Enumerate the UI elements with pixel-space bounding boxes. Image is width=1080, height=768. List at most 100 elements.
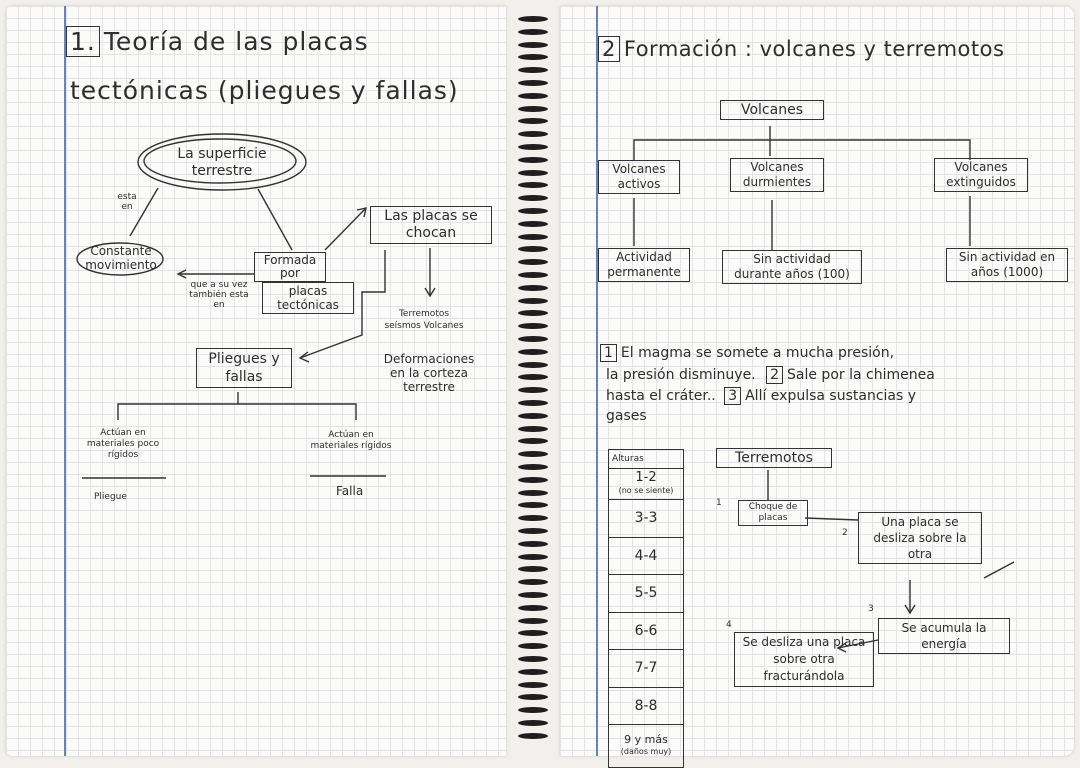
magma-step3-number: 3 bbox=[724, 387, 742, 405]
spiral-coil bbox=[518, 323, 548, 330]
spiral-coil bbox=[518, 540, 548, 547]
left-notebook-page bbox=[6, 6, 506, 756]
spiral-coil bbox=[518, 630, 548, 637]
magma-step2-text: Sale por la chimenea bbox=[787, 367, 935, 383]
spiral-coil bbox=[518, 348, 548, 355]
magma-text4: hasta el cráter.. bbox=[606, 388, 716, 404]
alturas-last-note: (daños muy) bbox=[620, 747, 672, 756]
spiral-coil bbox=[518, 579, 548, 586]
spiral-coil bbox=[518, 528, 548, 534]
spiral-coil bbox=[518, 464, 548, 470]
left-title-number: 1. bbox=[66, 26, 100, 57]
label-falla: Falla bbox=[336, 484, 364, 498]
node-volcanes: Volcanes bbox=[720, 100, 824, 120]
spiral-coil bbox=[518, 502, 548, 509]
spiral-coil bbox=[518, 668, 548, 675]
spiral-coil bbox=[518, 361, 548, 368]
spiral-coil bbox=[518, 438, 548, 445]
spiral-coil bbox=[518, 28, 548, 35]
superficie-ellipse bbox=[137, 133, 307, 191]
alturas-row: 6-6 bbox=[609, 611, 683, 650]
alturas-table: Alturas 1-2 (no se siente) 3-3 4-4 5-5 6… bbox=[608, 449, 684, 768]
spiral-coil bbox=[518, 451, 548, 458]
node-placas-tectonicas: placas tectónicas bbox=[262, 282, 354, 314]
node-formada-por: Formada por bbox=[254, 252, 326, 282]
spiral-coil bbox=[518, 374, 548, 381]
spiral-coil bbox=[518, 182, 548, 189]
spiral-coil bbox=[518, 310, 548, 317]
spiral-coil bbox=[518, 80, 548, 86]
node-volcanes-durmientes: Volcanes durmientes bbox=[730, 158, 824, 192]
spiral-coil bbox=[518, 156, 548, 163]
alturas-first-value: 1-2 bbox=[635, 470, 657, 485]
spiral-coil bbox=[518, 233, 548, 240]
spiral-coil bbox=[518, 144, 548, 150]
alturas-row: 5-5 bbox=[609, 574, 683, 612]
spiral-coil bbox=[518, 336, 548, 342]
terremotos-step3-number: 3 bbox=[868, 604, 874, 614]
left-title-line1: 1.Teoría de las placas bbox=[66, 26, 369, 57]
node-terremotos-seismos-volcanes: Terremotos seísmos Volcanes bbox=[384, 309, 464, 331]
sin-actividad-en-num: (1000) bbox=[1003, 265, 1044, 279]
node-actuan-rigidos: Actúan en materiales rígidos bbox=[310, 430, 392, 451]
node-terremotos: Terremotos bbox=[716, 448, 832, 468]
terremotos-step4-number: 4 bbox=[726, 620, 732, 630]
alturas-row-last: 9 y más (daños muy) bbox=[609, 724, 683, 767]
magma-step2-number: 2 bbox=[766, 366, 784, 384]
spiral-coil bbox=[518, 566, 548, 573]
spiral-coil bbox=[518, 681, 548, 688]
spiral-coil bbox=[518, 284, 548, 291]
node-actividad-permanente: Actividad permanente bbox=[598, 248, 690, 282]
spiral-coil bbox=[518, 515, 548, 522]
label-pliegue: Pliegue bbox=[94, 492, 127, 502]
spiral-coil bbox=[518, 92, 548, 99]
spiral-coil bbox=[518, 118, 548, 125]
constante-ellipse bbox=[76, 242, 164, 276]
node-placas-chocan: Las placas se chocan bbox=[370, 206, 492, 244]
magma-step3-text: Allí expulsa sustancias y bbox=[745, 388, 917, 404]
magma-text2: la presión disminuye. bbox=[606, 367, 756, 383]
node-sin-actividad-durante: Sin actividad durante años (100) bbox=[722, 250, 862, 284]
node-volcanes-extinguidos: Volcanes extinguidos bbox=[934, 158, 1028, 192]
spiral-coil bbox=[518, 656, 548, 662]
terremotos-step2-number: 2 bbox=[842, 528, 848, 538]
sin-actividad-durante-num: (100) bbox=[817, 267, 850, 281]
magma-step1-text: El magma se somete a mucha presión, bbox=[620, 345, 895, 361]
superficie-ellipse-inner bbox=[143, 138, 297, 184]
spiral-coil bbox=[518, 67, 548, 74]
right-title-text: Formación : volcanes y terremotos bbox=[623, 37, 1005, 61]
spiral-coil bbox=[518, 707, 548, 714]
label-esta-en: esta en bbox=[117, 192, 137, 212]
terremotos-step1-number: 1 bbox=[716, 498, 722, 508]
spiral-coil bbox=[518, 604, 548, 611]
node-superficie: La superficie terrestre bbox=[177, 146, 267, 179]
spiral-coil bbox=[518, 400, 548, 406]
node-volcanes-activos: Volcanes activos bbox=[598, 160, 680, 194]
node-sin-actividad-en: Sin actividad en años (1000) bbox=[946, 248, 1068, 282]
spiral-coil bbox=[518, 476, 548, 483]
sin-actividad-durante-text: Sin actividad durante años bbox=[734, 252, 831, 281]
spiral-coil bbox=[518, 592, 548, 598]
label-que-a-su-vez: que a su vez también esta en bbox=[189, 280, 249, 310]
spiral-coil bbox=[518, 41, 548, 48]
spiral-coil bbox=[518, 105, 548, 112]
spiral-coil bbox=[518, 259, 548, 266]
spiral-coil bbox=[518, 387, 548, 394]
spiral-coil bbox=[518, 54, 548, 61]
spiral-coil bbox=[518, 643, 548, 650]
node-placa-desliza: Una placa se desliza sobre la otra bbox=[858, 512, 982, 564]
spiral-binding bbox=[512, 16, 554, 754]
node-pliegues-fallas: Pliegues y fallas bbox=[196, 348, 292, 388]
sin-actividad-en-text: Sin actividad en años bbox=[958, 250, 1056, 279]
spiral-coil bbox=[518, 220, 548, 227]
magma-step1-number: 1 bbox=[600, 344, 617, 362]
alturas-first-note: (no se siente) bbox=[618, 486, 674, 495]
spiral-coil bbox=[518, 297, 548, 304]
spiral-coil bbox=[518, 208, 548, 214]
spiral-coil bbox=[518, 553, 548, 560]
left-margin-line bbox=[64, 6, 66, 756]
